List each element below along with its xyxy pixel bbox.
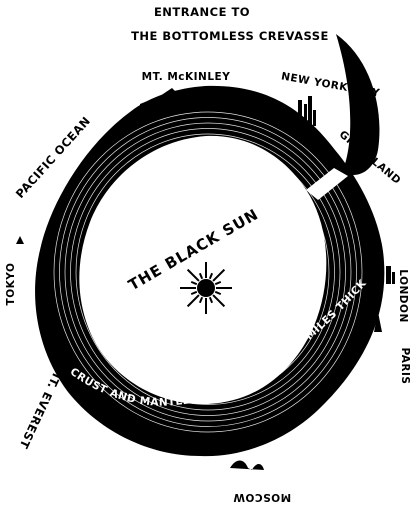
sun-ray (186, 268, 200, 282)
black-sun-icon (180, 262, 232, 314)
strata-line (86, 144, 330, 400)
label-moscow: MOSCOW (233, 491, 291, 503)
crust-strata-lines (53, 111, 363, 433)
sun-ray (212, 268, 226, 282)
strata-line (64, 122, 352, 422)
strata-line (75, 133, 341, 411)
crevasse-gap (306, 168, 348, 200)
label-paris: PARIS (399, 348, 411, 385)
label-london: LONDON (397, 269, 409, 322)
moscow-domes (230, 460, 264, 470)
sun-ray (198, 272, 204, 280)
tokyo-marker (16, 236, 24, 244)
label-tokyo: TOKYO (5, 263, 17, 306)
strata-line (97, 155, 319, 389)
london-tower (386, 266, 395, 284)
earth-outline (35, 85, 385, 457)
sun-ray (212, 294, 226, 308)
mt-everest-peak (50, 340, 70, 356)
strata-line (92, 150, 324, 394)
title-line-1: ENTRANCE TO (154, 5, 250, 19)
strata-line (70, 128, 346, 416)
sun-ray (186, 294, 200, 308)
strata-line (81, 139, 335, 405)
eiffel-tower (374, 312, 382, 332)
sun-ray (208, 296, 214, 304)
title-line-2: THE BOTTOMLESS CREVASSE (131, 29, 329, 43)
sun-ray (214, 280, 222, 286)
inner-hollow (93, 151, 314, 391)
label-mt-mckinley: MT. McKINLEY (142, 71, 231, 83)
sun-ray (198, 296, 204, 304)
mt-mckinley-peak (140, 88, 226, 112)
sun-ray (214, 290, 222, 296)
sun-ray (208, 272, 214, 280)
label-mt-everest: MT. EVEREST (17, 364, 67, 450)
strata-line (53, 111, 363, 433)
new-york-skyline (298, 96, 316, 126)
sun-ray (190, 290, 198, 296)
sun-ray (190, 280, 198, 286)
strata-line (59, 117, 357, 427)
crevasse-channel (336, 34, 380, 176)
